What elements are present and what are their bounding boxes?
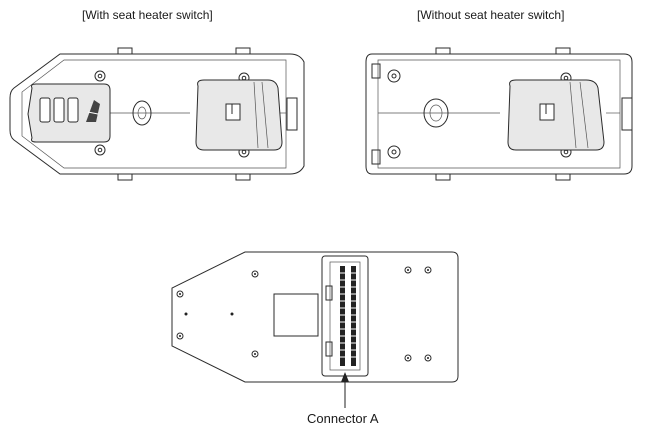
screw-hole-icon <box>424 266 432 274</box>
shifter-boot <box>507 79 605 151</box>
screw-hole-icon <box>176 290 184 298</box>
connector-a <box>321 255 369 377</box>
without-seat-heater-switch-label: [Without seat heater switch] <box>417 8 565 22</box>
screw-hole-icon <box>251 350 259 358</box>
screw-hole-icon <box>404 266 412 274</box>
screw-hole-icon <box>387 145 401 159</box>
console-without-seat-heater <box>365 47 633 181</box>
screw-hole-icon <box>251 270 259 278</box>
screw-hole-icon <box>424 354 432 362</box>
connector-a-label: Connector A <box>307 411 379 426</box>
screw-hole-icon <box>94 70 106 82</box>
screw-hole-icon <box>176 332 184 340</box>
shifter-boot <box>195 79 283 151</box>
seat-heater-switch-module <box>27 83 111 143</box>
connector-pin-icon <box>340 266 356 366</box>
screw-hole-icon <box>404 354 412 362</box>
console-with-seat-heater <box>9 47 305 181</box>
connector-leader-arrow <box>341 372 349 408</box>
screw-hole-icon <box>387 69 401 83</box>
console-underside <box>171 251 459 408</box>
with-seat-heater-switch-label: [With seat heater switch] <box>82 8 213 22</box>
seat-heater-icon <box>86 100 100 122</box>
screw-hole-icon <box>94 144 106 156</box>
